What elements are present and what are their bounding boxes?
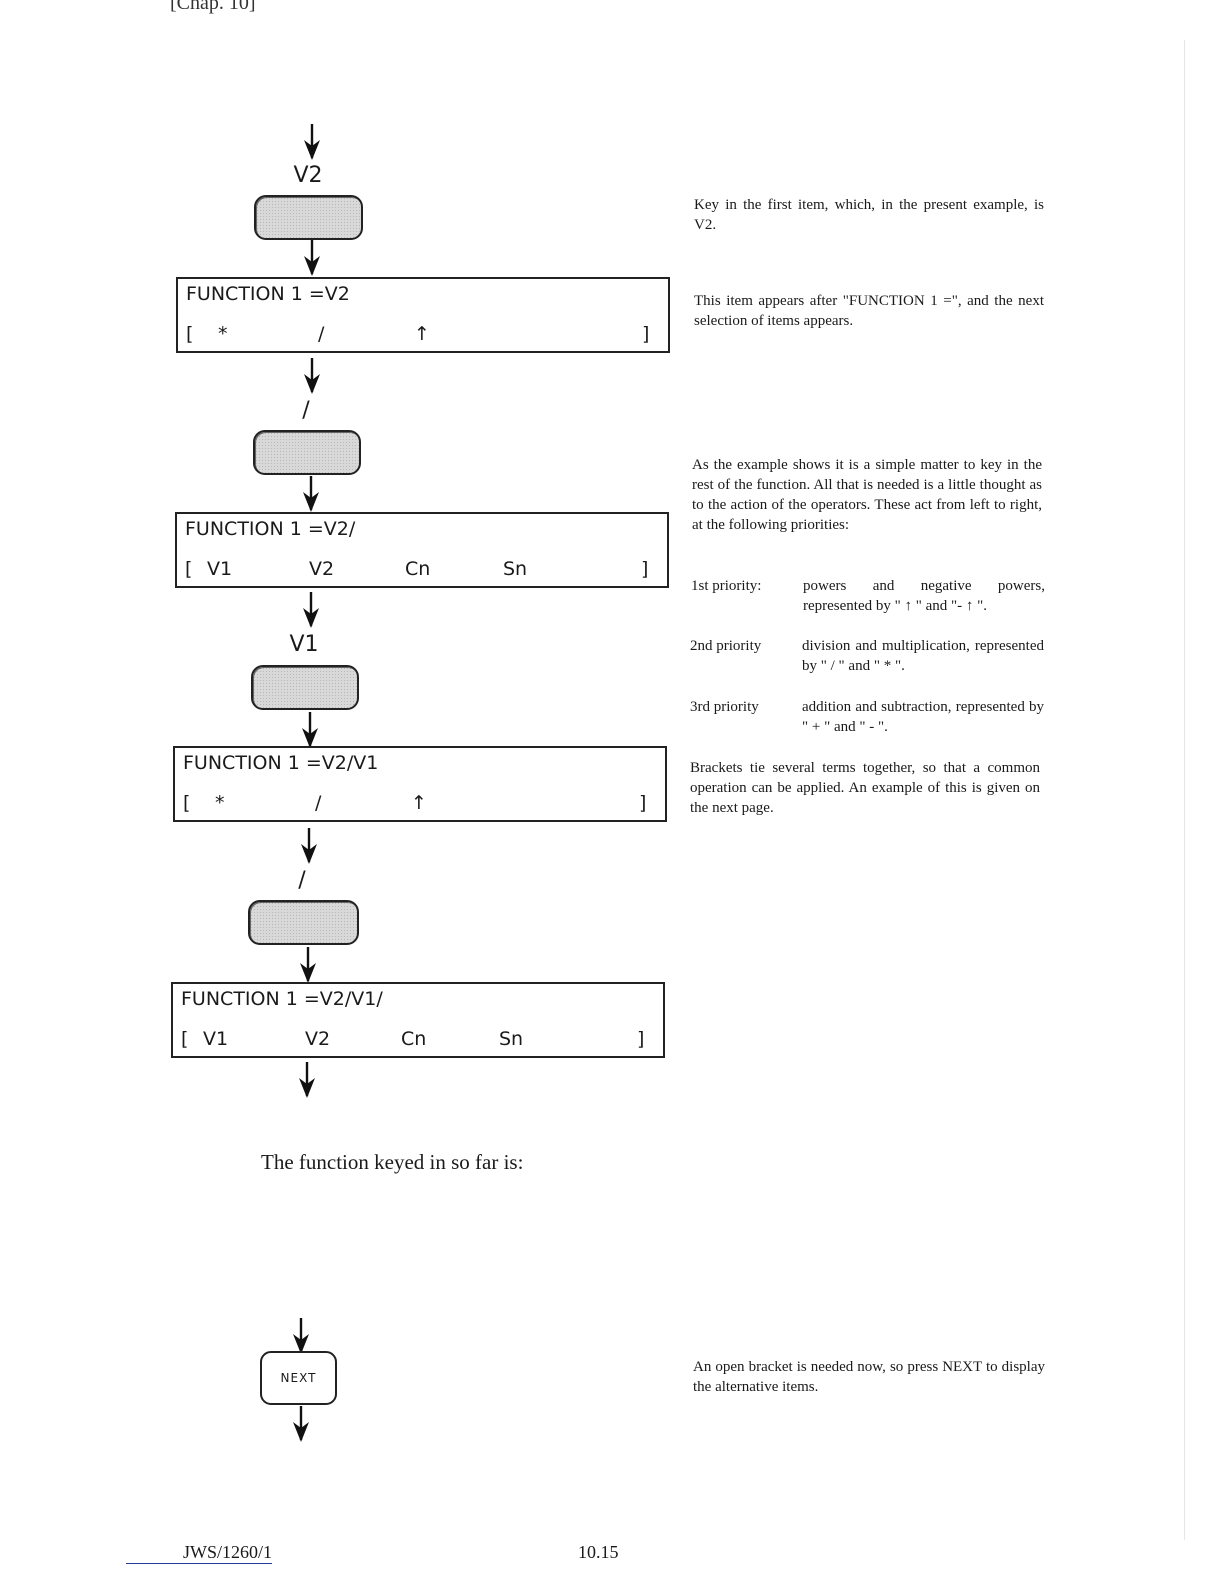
- display-panel-2: FUNCTION 1 =V2/ [ V1 V2 Cn Sn ]: [175, 512, 669, 588]
- display-token: Sn: [503, 558, 528, 580]
- priority-item: 2nd priority division and multiplication…: [690, 636, 1044, 678]
- arrow-down-icon: [301, 590, 321, 630]
- display-token: *: [215, 792, 225, 814]
- doc-id: JWS/1260/1: [126, 1542, 272, 1564]
- arrow-down-icon: [302, 238, 322, 278]
- display-token: Cn: [405, 558, 431, 580]
- priority-text: division and multiplication, represented…: [802, 638, 1044, 674]
- arrow-down-icon: [302, 356, 322, 396]
- display-line: FUNCTION 1 =V2: [186, 283, 350, 305]
- display-line: FUNCTION 1 =V2/: [185, 518, 356, 540]
- priority-label: 3rd priority: [690, 699, 759, 715]
- display-token: Cn: [401, 1028, 427, 1050]
- key-button-divide[interactable]: [248, 900, 359, 945]
- display-panel-1: FUNCTION 1 =V2 [ * / ↑ ]: [176, 277, 670, 353]
- arrow-down-icon: [300, 710, 320, 750]
- priority-item: 1st priority: powers and negative powers…: [691, 576, 1045, 618]
- display-token: ]: [639, 792, 647, 814]
- function-caption: The function keyed in so far is:: [261, 1150, 524, 1174]
- display-token: ]: [642, 323, 650, 345]
- arrow-down-icon: [301, 474, 321, 514]
- display-token: Sn: [499, 1028, 524, 1050]
- arrow-down-icon: [291, 1316, 311, 1356]
- priority-text: powers and negative powers, represented …: [803, 578, 1045, 614]
- scan-edge: [1184, 40, 1185, 1540]
- arrow-down-icon: [298, 945, 318, 985]
- display-token: V2: [309, 558, 335, 580]
- display-token: *: [218, 323, 228, 345]
- arrow-down-icon: [302, 122, 322, 162]
- key-label-divide: /: [302, 398, 310, 423]
- display-token: ↑: [411, 792, 427, 814]
- display-token: V1: [207, 558, 233, 580]
- display-token: [: [181, 1028, 189, 1050]
- display-token: [: [186, 323, 194, 345]
- arrow-down-icon: [299, 826, 319, 866]
- display-panel-4: FUNCTION 1 =V2/V1/ [ V1 V2 Cn Sn ]: [171, 982, 665, 1058]
- display-token: /: [315, 792, 322, 814]
- key-button-divide[interactable]: [253, 430, 361, 475]
- arrow-down-icon: [291, 1404, 311, 1444]
- priority-label: 1st priority:: [691, 578, 762, 594]
- arrow-down-icon: [297, 1060, 317, 1100]
- page-number: 10.15: [578, 1542, 619, 1562]
- key-label-v2: V2: [293, 163, 323, 188]
- display-line: FUNCTION 1 =V2/V1: [183, 752, 379, 774]
- key-label-v1: V1: [289, 632, 319, 657]
- desc-simple-matter: As the example shows it is a simple matt…: [692, 457, 1042, 533]
- next-key-button[interactable]: NEXT: [260, 1351, 337, 1405]
- chapter-header: [Chap. 10]: [170, 0, 256, 14]
- desc-brackets: Brackets tie several terms together, so …: [690, 760, 1040, 816]
- priority-text: addition and subtraction, represented by…: [802, 699, 1044, 735]
- display-token: ↑: [414, 323, 430, 345]
- display-token: /: [318, 323, 325, 345]
- key-button-v2[interactable]: [254, 195, 363, 240]
- display-token: V1: [203, 1028, 229, 1050]
- priority-item: 3rd priority addition and subtraction, r…: [690, 697, 1044, 739]
- display-token: ]: [637, 1028, 645, 1050]
- desc-item-appears: This item appears after "FUNCTION 1 =", …: [694, 293, 1044, 329]
- key-label-divide: /: [298, 868, 306, 893]
- display-token: [: [183, 792, 191, 814]
- priority-label: 2nd priority: [690, 638, 762, 654]
- display-token: ]: [641, 558, 649, 580]
- display-token: [: [185, 558, 193, 580]
- desc-key-first-item: Key in the first item, which, in the pre…: [694, 197, 1044, 233]
- display-line: FUNCTION 1 =V2/V1/: [181, 988, 383, 1010]
- key-button-v1[interactable]: [251, 665, 359, 710]
- display-token: V2: [305, 1028, 331, 1050]
- desc-open-bracket: An open bracket is needed now, so press …: [693, 1359, 1045, 1395]
- display-panel-3: FUNCTION 1 =V2/V1 [ * / ↑ ]: [173, 746, 667, 822]
